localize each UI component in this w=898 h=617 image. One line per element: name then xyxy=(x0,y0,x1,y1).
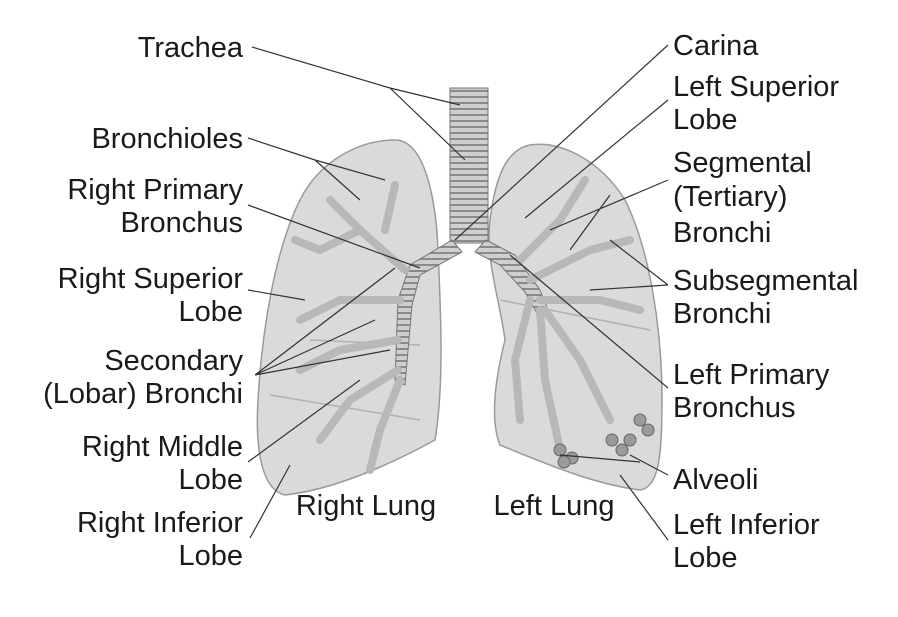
label-bronchioles: Bronchioles xyxy=(91,123,243,155)
label-left-lung: Left Lung xyxy=(494,490,615,522)
label-right-inferior-lobe-2: Lobe xyxy=(178,540,243,572)
label-left-inferior-lobe-2: Lobe xyxy=(673,542,738,574)
label-left-superior-lobe-1: Left Superior xyxy=(673,71,839,103)
right-lung-shape xyxy=(256,139,442,496)
label-right-superior-lobe-2: Lobe xyxy=(178,296,243,328)
label-secondary-bronchi-2: (Lobar) Bronchi xyxy=(43,378,243,410)
label-segmental-bronchi-2: (Tertiary) xyxy=(673,181,787,213)
label-left-primary-bronchus-1: Left Primary xyxy=(673,359,830,391)
label-segmental-bronchi-1: Segmental xyxy=(673,147,812,179)
label-right-inferior-lobe-1: Right Inferior xyxy=(77,507,243,539)
leader-lines xyxy=(247,44,669,541)
label-alveoli: Alveoli xyxy=(673,464,758,496)
label-trachea: Trachea xyxy=(138,32,244,64)
label-right-primary-bronchus-1: Right Primary xyxy=(67,174,243,206)
label-carina: Carina xyxy=(673,30,759,62)
label-right-middle-lobe-2: Lobe xyxy=(178,464,243,496)
label-subsegmental-bronchi-1: Subsegmental xyxy=(673,265,858,297)
label-subsegmental-bronchi-2: Bronchi xyxy=(673,298,771,330)
label-right-superior-lobe-1: Right Superior xyxy=(58,263,244,295)
label-right-lung: Right Lung xyxy=(296,490,436,522)
label-left-primary-bronchus-2: Bronchus xyxy=(673,392,796,424)
label-left-inferior-lobe-1: Left Inferior xyxy=(673,509,820,541)
label-segmental-bronchi-3: Bronchi xyxy=(673,217,771,249)
airway-tree xyxy=(291,87,655,474)
label-right-primary-bronchus-2: Bronchus xyxy=(120,207,243,239)
label-right-middle-lobe-1: Right Middle xyxy=(82,431,243,463)
label-left-superior-lobe-2: Lobe xyxy=(673,104,738,136)
label-secondary-bronchi-1: Secondary xyxy=(104,345,243,377)
